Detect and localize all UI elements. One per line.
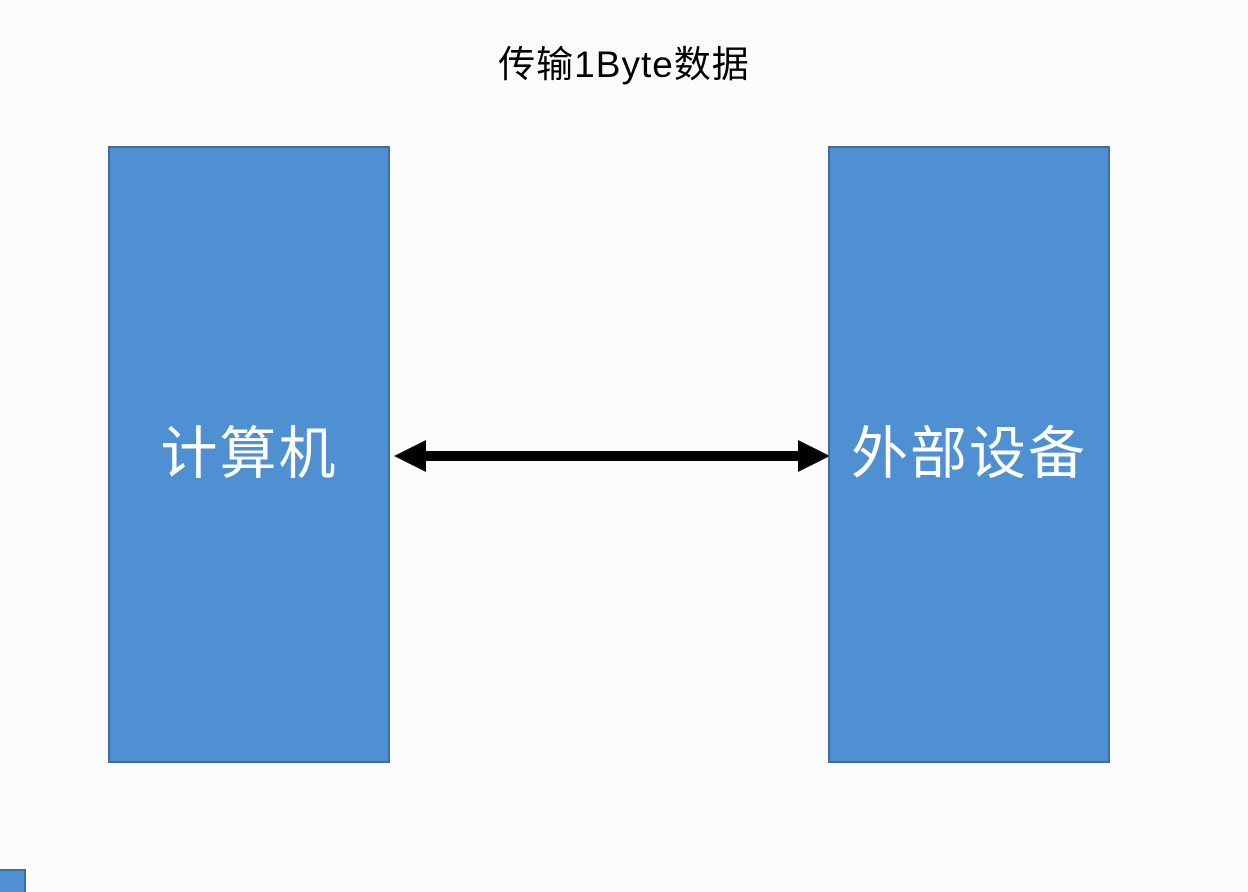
double-arrow-connector (392, 436, 832, 476)
diagram-title: 传输1Byte数据 (498, 44, 750, 85)
computer-node: 计算机 (108, 146, 390, 763)
peripheral-node-label: 外部设备 (851, 422, 1087, 486)
computer-node-label: 计算机 (160, 422, 338, 486)
peripheral-node: 外部设备 (828, 146, 1110, 763)
partial-shape-fragment (0, 869, 26, 892)
double-arrow-icon (394, 440, 830, 472)
